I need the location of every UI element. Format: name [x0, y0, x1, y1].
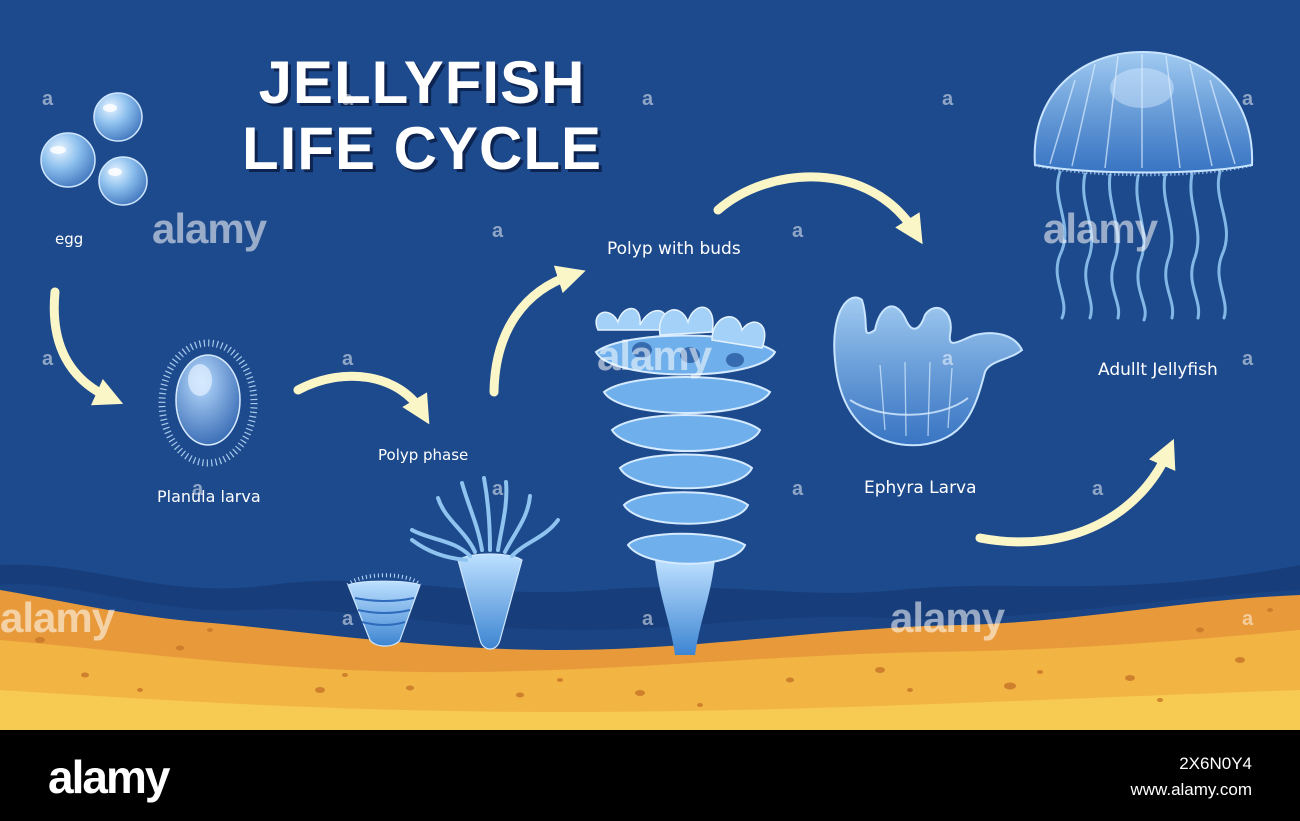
watermark-mark: a [792, 478, 804, 500]
label-polyp-with-buds: Polyp with buds [607, 239, 741, 259]
title-line-2: LIFE CYCLE [241, 115, 602, 182]
watermark-mark: a [1242, 348, 1254, 370]
adult-jellyfish-illustration [1033, 50, 1254, 322]
label-egg: egg [55, 230, 84, 248]
label-ephyra-larva: Ephyra Larva [864, 478, 977, 498]
label-planula-larva: Planula larva [157, 487, 261, 506]
watermark-brand: alamy [152, 205, 267, 252]
watermark-mark: a [42, 348, 54, 370]
watermark-mark: a [942, 88, 954, 110]
watermark-mark: a [192, 478, 204, 500]
stock-footer: alamy 2X6N0Y4 www.alamy.com [0, 730, 1300, 821]
sand-specks [35, 608, 1273, 707]
watermark-mark: a [792, 220, 804, 242]
watermark-mark: a [342, 608, 354, 630]
sand-front [0, 690, 1300, 730]
watermark-mark: a [642, 88, 654, 110]
arrow-ephyra-to-adult [975, 438, 1176, 547]
watermark-mark: a [342, 348, 354, 370]
label-polyp-phase: Polyp phase [378, 446, 469, 464]
watermark-mark: a [1242, 88, 1254, 110]
title-line-1: JELLYFISH [258, 49, 586, 116]
watermark-mark: a [492, 220, 504, 242]
watermark-mark: a [642, 608, 654, 630]
ephyra-larva-illustration [833, 296, 1024, 447]
watermark-brand: alamy [890, 594, 1005, 641]
watermark-mark: a [1242, 608, 1254, 630]
arrow-polyp-to-buds [489, 265, 586, 397]
watermark-mark: a [1092, 478, 1104, 500]
footer-logo: alamy [48, 751, 170, 803]
cycle-arrows [49, 172, 1176, 547]
watermark-brand: alamy [1043, 205, 1158, 252]
watermark-mark: a [342, 88, 354, 110]
small-polyp-illustration [346, 573, 422, 647]
watermark-mark: a [942, 348, 954, 370]
arrow-buds-to-ephyra [713, 172, 923, 245]
egg-cluster-illustration [40, 92, 148, 206]
label-adult-jellyfish: Adullt Jellyfish [1098, 360, 1218, 380]
diagram-title: JELLYFISH LIFE CYCLE [232, 50, 612, 182]
scene-art [0, 0, 1300, 730]
arrow-planula-to-polyp [293, 371, 430, 425]
life-cycle-diagram: JELLYFISH LIFE CYCLE egg Planula larva P… [0, 0, 1300, 730]
watermark-brand: alamy [597, 332, 712, 379]
watermark-brand: alamy [0, 594, 115, 641]
strobila-illustration [594, 306, 777, 655]
footer-url: www.alamy.com [1130, 780, 1252, 799]
footer-image-id: 2X6N0Y4 [1179, 754, 1252, 773]
polyp-illustration [410, 476, 560, 650]
watermark-mark: a [42, 88, 54, 110]
arrow-egg-to-planula [49, 287, 124, 406]
planula-larva-illustration [158, 339, 258, 467]
watermark-mark: a [492, 478, 504, 500]
